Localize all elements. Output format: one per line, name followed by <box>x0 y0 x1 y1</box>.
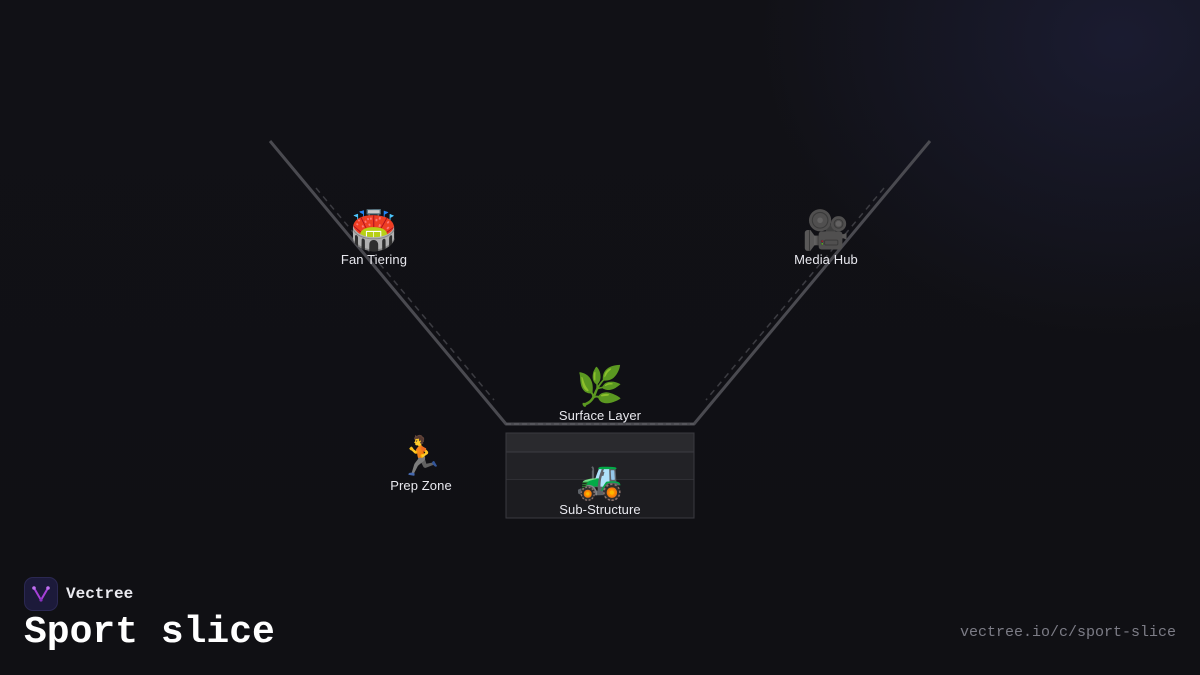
brand[interactable]: Vectree <box>24 577 133 611</box>
node-sub-structure[interactable]: 🚜 Sub-Structure <box>559 458 641 517</box>
stadium-icon: 🏟️ <box>350 208 398 252</box>
node-label: Fan Tiering <box>340 252 408 267</box>
node-label: Media Hub <box>794 252 858 267</box>
brand-name: Vectree <box>66 585 134 603</box>
runner-icon: 🏃 <box>397 434 445 478</box>
vectree-logo-icon <box>24 577 58 611</box>
left-tier-dash <box>315 187 495 401</box>
node-label: Prep Zone <box>390 478 452 493</box>
node-media-hub[interactable]: 🎥 Media Hub <box>794 208 858 267</box>
page-url[interactable]: vectree.io/c/sport-slice <box>959 624 1176 641</box>
node-surface-layer[interactable]: 🌿 Surface Layer <box>559 364 641 423</box>
node-label: Sub-Structure <box>559 502 641 517</box>
bowl-outline <box>268 140 932 426</box>
node-fan-tiering[interactable]: 🏟️ Fan Tiering <box>341 208 407 267</box>
right-tier-dash <box>705 187 885 401</box>
page-title: Sport slice <box>24 611 275 654</box>
node-label: Surface Layer <box>558 408 642 423</box>
herb-icon: 🌿 <box>576 364 624 408</box>
tractor-icon: 🚜 <box>576 458 624 502</box>
sub-structure-block <box>505 432 695 519</box>
node-prep-zone[interactable]: 🏃 Prep Zone <box>390 434 452 493</box>
movie-camera-icon: 🎥 <box>802 208 850 252</box>
